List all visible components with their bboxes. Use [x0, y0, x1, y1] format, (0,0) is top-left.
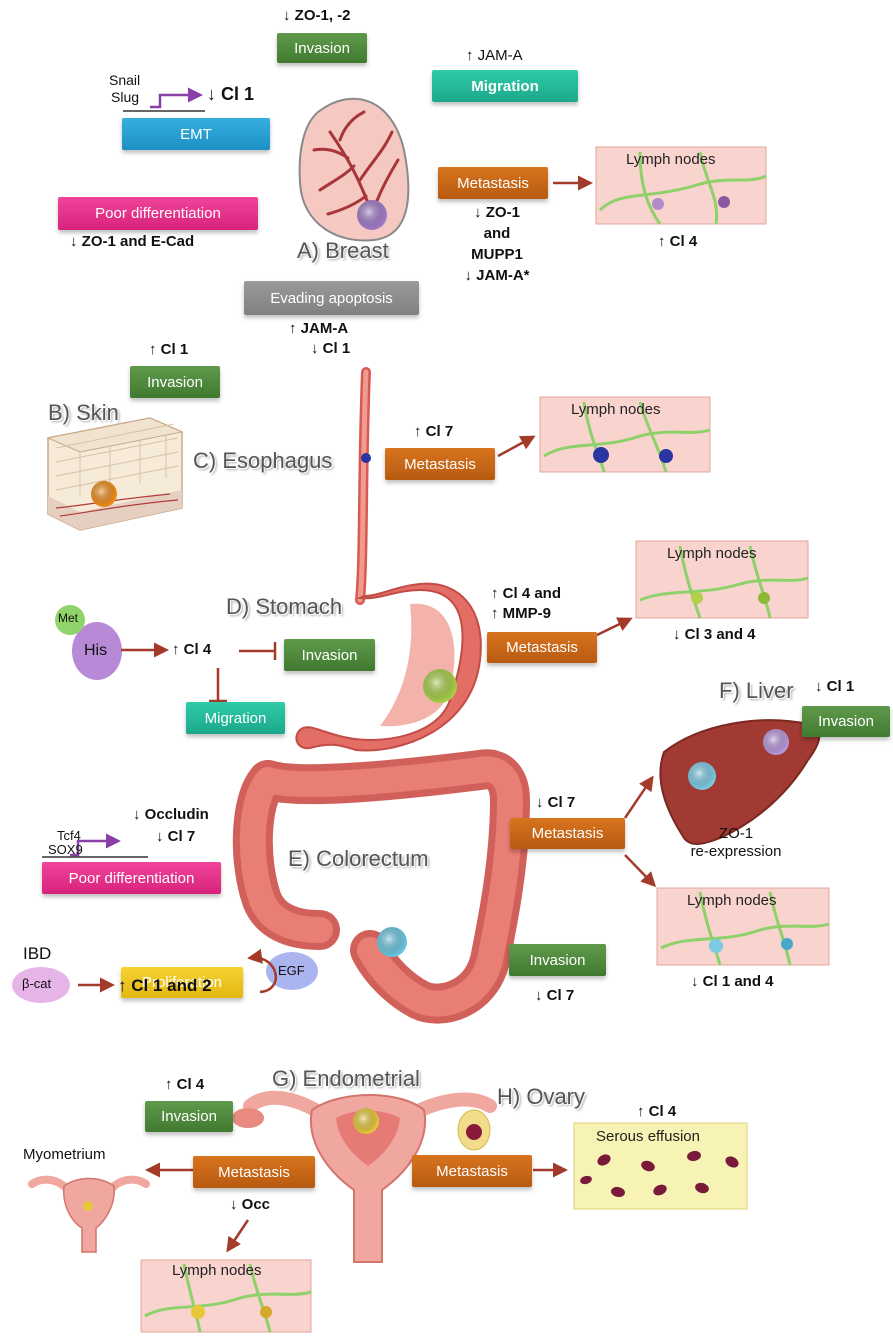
- skin-illustration: [48, 418, 182, 530]
- migration-box-stomach: Migration: [186, 702, 285, 734]
- colorectum-metastasis-note: ↓ Cl 7: [536, 794, 575, 812]
- breast-lymph-note: ↑ Cl 4: [658, 233, 697, 251]
- invasion-box-colorectum: Invasion: [509, 944, 606, 976]
- invasion-box-stomach: Invasion: [284, 639, 375, 671]
- breast-metastasis-note-2: and: [455, 225, 539, 243]
- metastasis-box-ovary: Metastasis: [412, 1155, 532, 1187]
- colorectum-lymph-note: ↓ Cl 1 and 4: [691, 973, 774, 991]
- breast-metastasis-note-1: ↓ ZO-1: [455, 204, 539, 222]
- endometrial-cl4-label: ↑ Cl 4: [165, 1076, 204, 1094]
- endometrial-occ-label: ↓ Occ: [230, 1196, 270, 1214]
- lymph-nodes-title-colorectum: Lymph nodes: [687, 892, 777, 909]
- myometrium-illustration: [32, 1179, 146, 1253]
- organ-label-endometrial: G) Endometrial: [272, 1066, 420, 1092]
- liver-zo1-note-1: ZO-1: [696, 825, 776, 842]
- ibd-label: IBD: [23, 944, 51, 964]
- migration-box-breast: Migration: [432, 70, 578, 102]
- skin-cl1-label: ↑ Cl 1: [149, 341, 188, 359]
- metastasis-box-breast: Metastasis: [438, 167, 548, 199]
- beta-catenin-label: β-cat: [22, 977, 51, 992]
- evading-apoptosis-box: Evading apoptosis: [244, 281, 419, 315]
- breast-slug-label: Slug: [111, 89, 139, 105]
- invasion-box-skin: Invasion: [130, 366, 220, 398]
- stomach-metastasis-note-1: ↑ Cl 4 and: [491, 585, 561, 603]
- lymph-nodes-title-breast: Lymph nodes: [626, 151, 716, 168]
- emt-box: EMT: [122, 118, 270, 150]
- metastasis-box-colorectum: Metastasis: [510, 818, 625, 849]
- invasion-box-breast: Invasion: [277, 33, 367, 63]
- breast-jama-up-label: ↑ JAM-A: [466, 47, 523, 64]
- organ-label-liver: F) Liver: [719, 678, 794, 704]
- breast-zo-label: ↓ ZO-1, -2: [283, 7, 351, 25]
- poor-differentiation-box-breast: Poor differentiation: [58, 197, 258, 230]
- colorectum-cl7-label: ↓ Cl 7: [156, 828, 195, 846]
- breast-illustration: [300, 99, 409, 241]
- invasion-box-liver: Invasion: [802, 706, 890, 737]
- metastasis-box-endometrial: Metastasis: [193, 1156, 315, 1188]
- breast-cl1-label: ↓ Cl 1: [207, 84, 254, 106]
- breast-poor-diff-note: ↓ ZO-1 and E-Cad: [70, 233, 194, 251]
- breast-apoptosis-note-2: ↓ Cl 1: [311, 340, 350, 358]
- organ-label-stomach: D) Stomach: [226, 594, 342, 620]
- organ-label-skin: B) Skin: [48, 400, 119, 426]
- breast-apoptosis-note-1: ↑ JAM-A: [289, 320, 348, 338]
- stomach-lymph-note: ↓ Cl 3 and 4: [673, 626, 756, 644]
- stomach-cl4-label: ↑ Cl 4: [172, 641, 211, 659]
- myometrium-label: Myometrium: [23, 1146, 106, 1163]
- sox9-label: SOX9: [48, 843, 83, 858]
- breast-metastasis-note-4: ↓ JAM-A*: [451, 267, 543, 285]
- lymph-nodes-title-endometrial: Lymph nodes: [172, 1262, 262, 1279]
- organ-label-ovary: H) Ovary: [497, 1084, 585, 1110]
- liver-cl1-label: ↓ Cl 1: [815, 678, 854, 696]
- his-bubble-label: His: [84, 642, 107, 660]
- egf-label: EGF: [278, 964, 305, 979]
- met-bubble-label: Met: [58, 612, 78, 626]
- inhibition-lines: [209, 642, 275, 701]
- ovary-cl4-label: ↑ Cl 4: [637, 1103, 676, 1121]
- organ-label-breast: A) Breast: [297, 238, 389, 264]
- colorectum-cl12-label: ↑ Cl 1 and 2: [118, 976, 212, 996]
- liver-zo1-note-2: re-expression: [681, 843, 791, 860]
- metastasis-box-esophagus: Metastasis: [385, 448, 495, 480]
- serous-effusion-title: Serous effusion: [596, 1128, 700, 1145]
- metastasis-box-stomach: Metastasis: [487, 632, 597, 663]
- breast-snail-label: Snail: [109, 72, 140, 88]
- breast-metastasis-note-3: MUPP1: [455, 246, 539, 264]
- lymph-nodes-title-stomach: Lymph nodes: [667, 545, 757, 562]
- poor-differentiation-box-colorectum: Poor differentiation: [42, 862, 221, 894]
- colorectum-invasion-note: ↓ Cl 7: [535, 987, 574, 1005]
- organ-label-colorectum: E) Colorectum: [288, 846, 429, 872]
- colorectum-occludin-label: ↓ Occludin: [133, 806, 209, 824]
- esophagus-cl7-label: ↑ Cl 7: [414, 423, 453, 441]
- stomach-metastasis-note-2: ↑ MMP-9: [491, 605, 551, 623]
- invasion-box-endometrial: Invasion: [145, 1101, 233, 1132]
- lymph-nodes-title-esophagus: Lymph nodes: [571, 401, 661, 418]
- organ-label-esophagus: C) Esophagus: [193, 448, 332, 474]
